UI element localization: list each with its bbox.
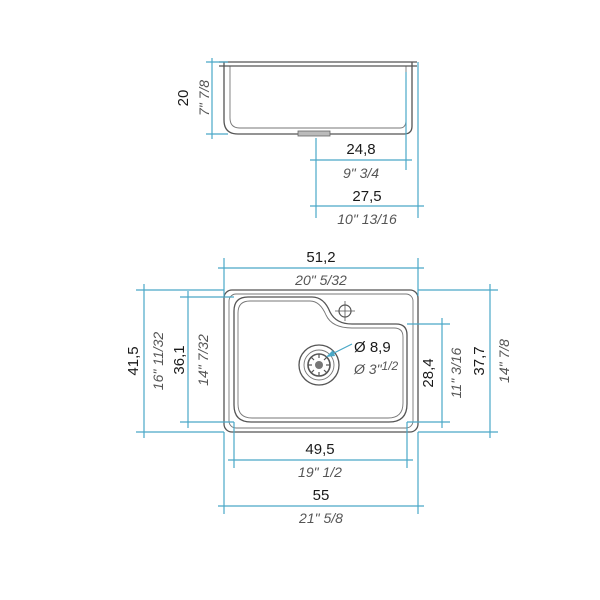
left-bowl-height-metric: 36,1: [171, 345, 188, 374]
right-height-metric: 37,7: [471, 346, 488, 375]
side-outer-width-metric: 27,5: [352, 188, 381, 205]
left-bowl-height-imperial: 14" 7/32: [195, 334, 211, 386]
top-width-metric: 51,2: [306, 249, 335, 266]
side-outer-outline: [223, 62, 413, 135]
left-outer-height-metric: 41,5: [125, 346, 142, 375]
top-view: Ø 8,9 Ø 3"1/2 51,2 20" 5/32 41,5 16" 11/…: [125, 249, 512, 526]
side-drain-outlet: [297, 130, 331, 137]
side-inner-outline: [229, 66, 407, 129]
left-outer-height-imperial: 16" 11/32: [150, 332, 166, 391]
drain-diameter-metric: Ø 8,9: [354, 339, 391, 356]
total-width-imperial: 21" 5/8: [298, 510, 343, 526]
top-width-imperial: 20" 5/32: [294, 272, 347, 288]
inner-width-imperial: 19" 1/2: [298, 464, 342, 480]
side-inner-width-imperial: 9" 3/4: [343, 165, 379, 181]
side-inner-width-metric: 24,8: [346, 141, 375, 158]
top-bowl-outline: [233, 296, 408, 423]
top-bowl-inner-line: [237, 300, 404, 419]
side-depth-imperial: 7" 7/8: [196, 80, 212, 116]
top-outer-flange: [223, 289, 419, 433]
top-flange-inner-line: [228, 293, 414, 429]
side-view: 20 7" 7/8 24,8 9" 3/4 27,5 10" 13/16: [175, 58, 424, 227]
right-offset-metric: 28,4: [420, 358, 437, 387]
side-depth-metric: 20: [175, 90, 192, 107]
right-offset-imperial: 11" 3/16: [448, 347, 464, 398]
inner-width-metric: 49,5: [305, 441, 334, 458]
drain-diameter-imperial: Ø 3"1/2: [353, 359, 399, 377]
drain-leader-arrowhead: [326, 350, 335, 357]
total-width-metric: 55: [313, 487, 330, 504]
right-height-imperial: 14" 7/8: [496, 339, 512, 383]
tap-hole: [335, 301, 355, 321]
side-outer-width-imperial: 10" 13/16: [337, 211, 397, 227]
